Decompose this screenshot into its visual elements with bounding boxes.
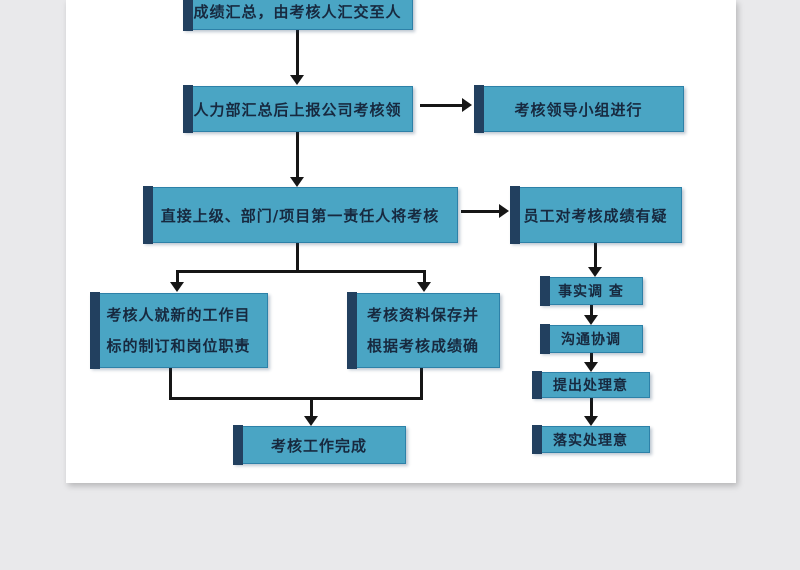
branch-right-drop xyxy=(423,270,426,283)
flow-node-label-line1: 考核资料保存并 xyxy=(366,305,479,324)
flow-node-fact-check: 事实调 查 xyxy=(540,276,643,306)
flow-node-hr-report: 人力部汇总后上报公司考核领 xyxy=(183,85,413,133)
connector-factcheck-to-communicate xyxy=(590,305,593,315)
arrow-down-icon xyxy=(417,282,431,292)
arrow-right-icon xyxy=(462,98,472,112)
connector-hr-to-superior xyxy=(296,132,299,177)
flow-node-new-goals: 考核人就新的工作目 标的制订和岗位职责 xyxy=(90,292,268,369)
connector-hr-to-leadergroup xyxy=(420,104,462,107)
flow-node-label: 提出处理意 xyxy=(553,378,628,394)
merge-right-drop xyxy=(420,368,423,400)
arrow-down-icon xyxy=(170,282,184,292)
connector-doubt-to-factcheck xyxy=(594,243,597,267)
flow-node-label: 成绩汇总，由考核人汇交至人 xyxy=(193,3,402,21)
connector-communicate-to-propose xyxy=(590,353,593,362)
connector-superior-to-doubt xyxy=(461,210,499,213)
merge-left-drop xyxy=(169,368,172,400)
flow-node-label: 事实调 查 xyxy=(558,284,624,300)
merge-crossbar xyxy=(169,397,423,400)
branch-crossbar xyxy=(176,270,426,273)
branch-stem xyxy=(296,243,299,272)
arrow-down-icon xyxy=(290,177,304,187)
arrow-down-icon xyxy=(588,267,602,277)
flow-node-label-line1: 考核人就新的工作目 xyxy=(106,305,251,324)
flow-node-archive-data: 考核资料保存并 根据考核成绩确 xyxy=(347,292,500,369)
connector-summary-to-hr xyxy=(296,30,299,75)
flow-node-label: 沟通协调 xyxy=(561,332,621,348)
connector-propose-to-implement xyxy=(590,398,593,416)
flow-node-label: 员工对考核成绩有疑 xyxy=(523,206,668,225)
arrow-down-icon xyxy=(584,315,598,325)
arrow-down-icon xyxy=(584,416,598,426)
flow-node-implement-handling: 落实处理意 xyxy=(532,425,650,454)
flow-node-label: 人力部汇总后上报公司考核领 xyxy=(193,100,402,119)
flow-node-label: 直接上级、部门/项目第一责任人将考核 xyxy=(160,206,440,225)
flow-node-label-line2: 标的制订和岗位职责 xyxy=(106,336,251,355)
flow-node-label: 考核工作完成 xyxy=(270,436,367,455)
flow-node-leader-group: 考核领导小组进行 xyxy=(474,85,684,133)
flow-node-score-summary: 成绩汇总，由考核人汇交至人 xyxy=(183,0,413,31)
arrow-right-icon xyxy=(499,204,509,218)
flow-node-communicate: 沟通协调 xyxy=(540,324,643,354)
flow-node-direct-superior: 直接上级、部门/项目第一责任人将考核 xyxy=(143,186,458,244)
arrow-down-icon xyxy=(304,416,318,426)
flow-node-propose-handling: 提出处理意 xyxy=(532,371,650,399)
flow-node-label: 考核领导小组进行 xyxy=(514,100,643,119)
merge-stem xyxy=(310,397,313,416)
branch-left-drop xyxy=(176,270,179,283)
flow-node-label: 落实处理意 xyxy=(553,432,628,449)
flow-node-employee-doubt: 员工对考核成绩有疑 xyxy=(510,186,682,244)
flow-node-assessment-complete: 考核工作完成 xyxy=(233,425,406,465)
flow-node-label-line2: 根据考核成绩确 xyxy=(366,336,479,355)
arrow-down-icon xyxy=(290,75,304,85)
arrow-down-icon xyxy=(584,362,598,372)
